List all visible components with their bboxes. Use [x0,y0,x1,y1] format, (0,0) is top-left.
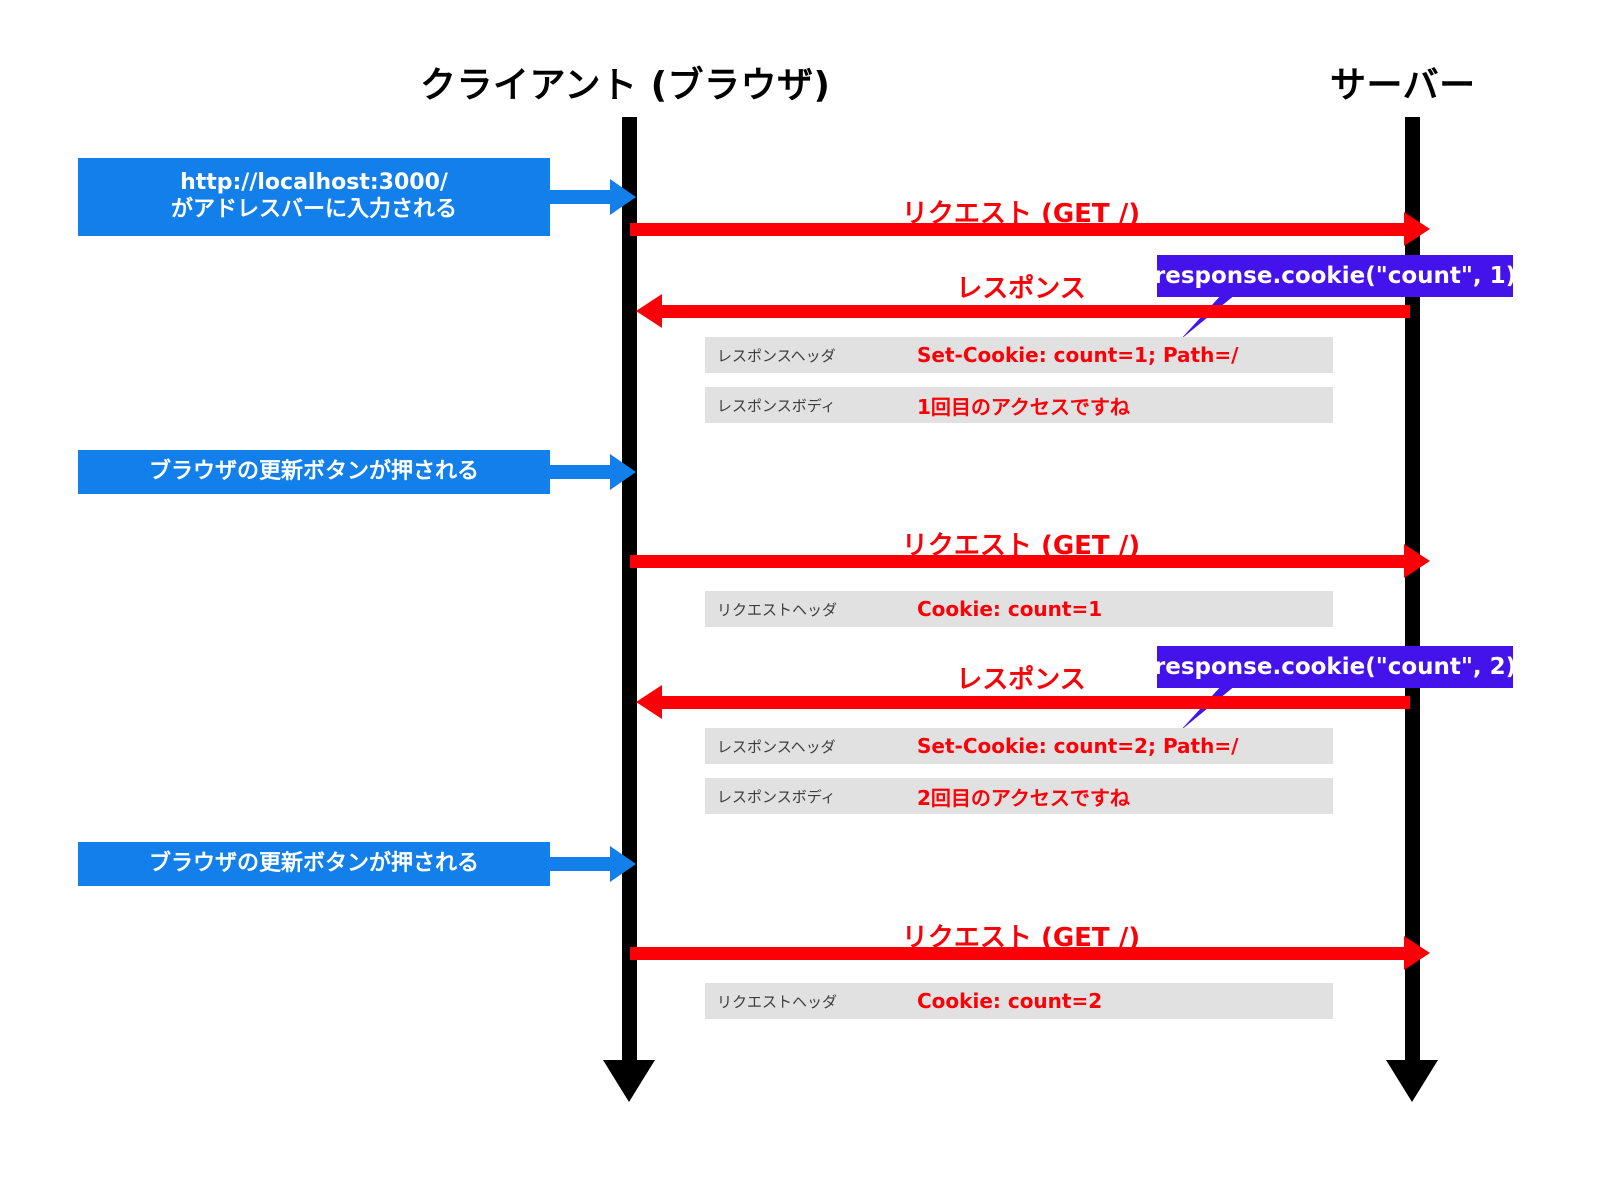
actor-event-box-1: http://localhost:3000/ がアドレスバーに入力される [78,158,550,236]
note-value: 1回目のアクセスですね [917,394,1130,419]
message-line-5 [630,947,1410,960]
lifeline-server [1405,117,1420,1062]
actor-event-1-arrow-shaft [550,190,614,204]
actor-event-1-line-2: がアドレスバーに入力される [170,197,457,222]
callout-box-1: response.cookie("count", 1) [1154,255,1516,297]
note-row-response-header-1: レスポンスヘッダ Set-Cookie: count=1; Path=/ [705,337,1333,373]
participant-label-client: クライアント (ブラウザ) [420,65,831,106]
message-label-2: レスポンス [956,274,1086,304]
message-label-4: レスポンス [956,665,1086,695]
lifeline-server-arrowhead [1386,1060,1438,1102]
note-key: リクエストヘッダ [717,992,838,1011]
actor-event-box-3: ブラウザの更新ボタンが押される [78,842,550,886]
actor-event-3-arrow-head [610,846,636,882]
actor-event-box-2: ブラウザの更新ボタンが押される [78,450,550,494]
participant-label-server: サーバー [1330,65,1476,106]
actor-event-3-arrow-shaft [550,857,614,871]
note-value: Cookie: count=2 [917,989,1103,1013]
note-key: レスポンスボディ [717,396,836,415]
note-value: 2回目のアクセスですね [917,785,1130,810]
message-line-2 [662,305,1410,318]
actor-event-2-arrow-head [610,454,636,490]
note-row-response-body-1: レスポンスボディ 1回目のアクセスですね [705,387,1333,423]
note-row-response-header-2: レスポンスヘッダ Set-Cookie: count=2; Path=/ [705,728,1333,764]
note-row-request-header-2: リクエストヘッダ Cookie: count=2 [705,983,1333,1019]
message-arrowhead-2 [636,294,662,328]
actor-event-2-arrow-shaft [550,465,614,479]
actor-event-1-arrow-head [610,179,636,215]
note-value: Cookie: count=1 [917,597,1103,621]
note-row-request-header-1: リクエストヘッダ Cookie: count=1 [705,591,1333,627]
note-value: Set-Cookie: count=1; Path=/ [917,343,1239,367]
message-arrowhead-4 [636,685,662,719]
note-key: リクエストヘッダ [717,600,838,619]
message-arrowhead-1 [1404,212,1430,246]
callout-box-2: response.cookie("count", 2) [1154,646,1516,688]
message-arrowhead-5 [1404,936,1430,970]
note-row-response-body-2: レスポンスボディ 2回目のアクセスですね [705,778,1333,814]
message-arrowhead-3 [1404,544,1430,578]
message-line-1 [630,223,1410,236]
note-key: レスポンスヘッダ [717,737,836,756]
lifeline-client-arrowhead [603,1060,655,1102]
note-key: レスポンスヘッダ [717,346,836,365]
actor-event-2-line-1: ブラウザの更新ボタンが押される [148,458,479,484]
actor-event-3-line-1: ブラウザの更新ボタンが押される [148,850,479,876]
note-value: Set-Cookie: count=2; Path=/ [917,734,1239,758]
note-key: レスポンスボディ [717,787,836,806]
message-line-3 [630,555,1410,568]
lifeline-client [622,117,637,1062]
message-line-4 [662,696,1410,709]
actor-event-1-line-1: http://localhost:3000/ [180,170,448,196]
